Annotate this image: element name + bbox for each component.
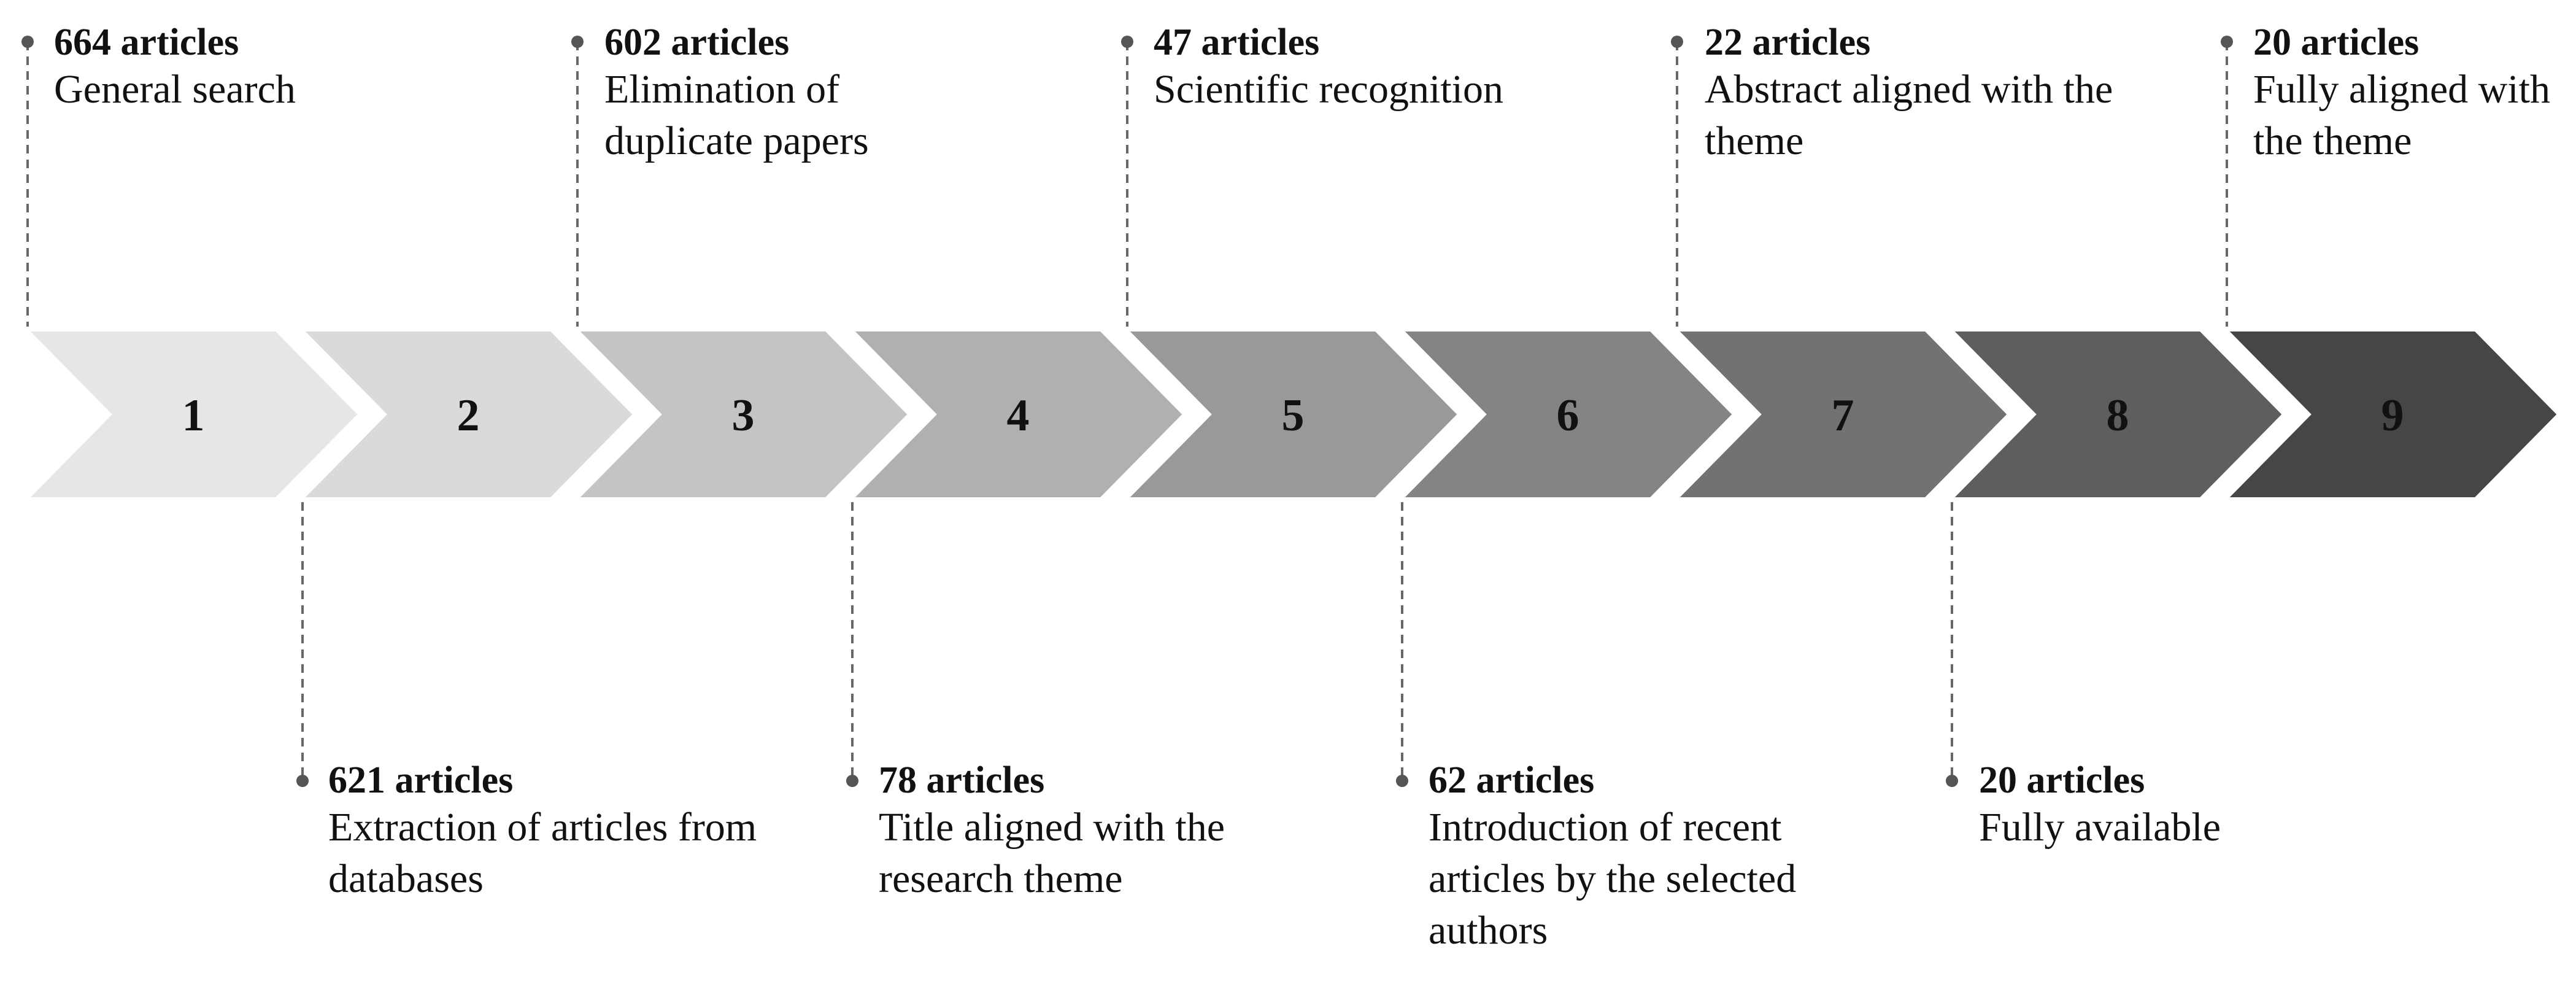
step-7-description: Abstract aligned with the theme	[1705, 67, 2113, 163]
step-5-description: Scientific recognition	[1154, 67, 1503, 112]
step-3-description: Elimination of duplicate papers	[604, 67, 869, 163]
chevron-step-2	[299, 329, 636, 500]
connector-dot-step-8	[1946, 775, 1958, 787]
step-2-count: 621 articles	[328, 759, 514, 801]
chevron-step-3	[574, 329, 911, 500]
step-number-7: 7	[1832, 390, 1854, 441]
connector-dot-step-6	[1396, 775, 1408, 787]
step-7-label: 22 articles Abstract aligned with the th…	[1705, 23, 2171, 167]
connector-dot-step-4	[846, 775, 858, 787]
step-3-count: 602 articles	[604, 21, 790, 63]
step-6-label: 62 articles Introduction of recent artic…	[1429, 761, 1895, 956]
connector-dot-step-9	[2221, 36, 2233, 48]
connector-dot-step-7	[1671, 36, 1683, 48]
step-number-6: 6	[1557, 390, 1579, 441]
chevron-step-7	[1674, 329, 2010, 500]
step-7-count: 22 articles	[1705, 21, 1871, 63]
step-4-label: 78 articles Title aligned with the resea…	[879, 761, 1345, 905]
chevron-step-4	[849, 329, 1186, 500]
step-5-label: 47 articles Scientific recognition	[1154, 23, 1657, 115]
step-number-5: 5	[1282, 390, 1305, 441]
step-number-4: 4	[1007, 390, 1030, 441]
connector-dot-step-5	[1121, 36, 1133, 48]
step-1-label: 664 articles General search	[54, 23, 557, 115]
step-9-description: Fully aligned with the theme	[2253, 67, 2550, 163]
connector-dot-step-2	[296, 775, 309, 787]
chevron-step-5	[1124, 329, 1460, 500]
chevron-step-8	[1949, 329, 2285, 500]
connector-dot-step-3	[571, 36, 584, 48]
step-8-label: 20 articles Fully available	[1979, 761, 2445, 853]
chevron-step-1	[25, 329, 361, 500]
chevron-step-9	[2224, 329, 2560, 500]
step-8-count: 20 articles	[1979, 759, 2145, 801]
step-1-description: General search	[54, 67, 296, 112]
step-9-label: 20 articles Fully aligned with the theme	[2253, 23, 2572, 167]
step-4-description: Title aligned with the research theme	[879, 805, 1225, 901]
connector-dot-step-1	[21, 36, 34, 48]
step-9-count: 20 articles	[2253, 21, 2420, 63]
step-number-2: 2	[457, 390, 480, 441]
step-number-3: 3	[732, 390, 755, 441]
step-5-count: 47 articles	[1154, 21, 1320, 63]
step-number-9: 9	[2381, 390, 2404, 441]
step-number-8: 8	[2107, 390, 2129, 441]
step-3-label: 602 articles Elimination of duplicate pa…	[604, 23, 985, 167]
step-6-description: Introduction of recent articles by the s…	[1429, 805, 1797, 953]
step-1-count: 664 articles	[54, 21, 239, 63]
step-2-description: Extraction of articles from databases	[328, 805, 757, 901]
step-2-label: 621 articles Extraction of articles from…	[328, 761, 795, 905]
step-4-count: 78 articles	[879, 759, 1045, 801]
step-8-description: Fully available	[1979, 805, 2221, 850]
chevron-step-6	[1399, 329, 1735, 500]
step-number-1: 1	[182, 390, 205, 441]
step-6-count: 62 articles	[1429, 759, 1595, 801]
